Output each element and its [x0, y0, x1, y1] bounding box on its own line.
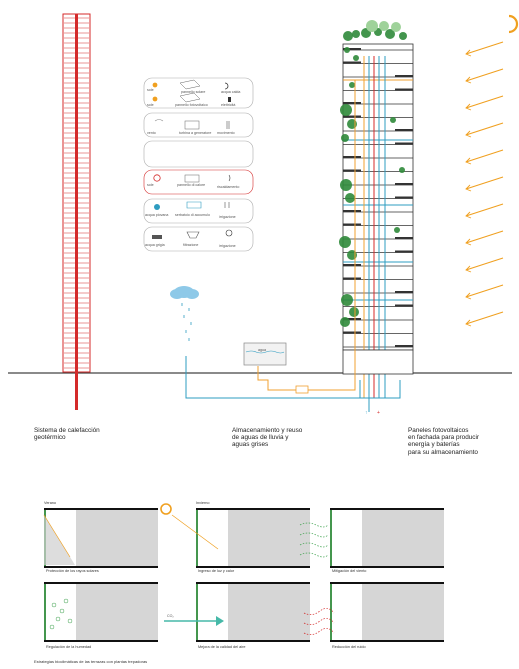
caption-geothermal: Sistema de calefacción geotérmico: [34, 427, 100, 442]
water-tank: [243, 342, 287, 366]
caption-solar-panels: Paneles fotovoltaicos en fachada para pr…: [408, 427, 480, 456]
geothermal-pipe-underground: [75, 372, 78, 410]
legend-row4-right: riscaldamento: [217, 185, 240, 189]
cloud-icon: [170, 286, 199, 299]
legend-row3-mid: turbina a generatore: [179, 131, 212, 135]
water-pipe-network: [185, 80, 364, 399]
svg-text:↑: ↑: [365, 410, 368, 416]
panel-caption-humidity: Regulación de la humedad: [46, 645, 92, 649]
geothermal-pipe-shaft: [75, 14, 78, 372]
legend-row1-mid: pannello solare: [181, 90, 206, 94]
rain-drops: [181, 303, 192, 341]
caption-water-reuse: Almacenamiento y reuso de aguas de lluvi…: [232, 427, 303, 449]
panel-caption-air-quality: Mejora de la calidad del aire: [198, 645, 246, 649]
panel-caption-sun-protection: Protección de los rayos solares: [46, 569, 99, 573]
tower-base: [342, 349, 414, 375]
legend-row2-left: sole: [147, 103, 154, 107]
panel-caption-wind: Mitigación del viento: [332, 569, 367, 573]
legend-row2-mid: pannello fotovoltaico: [175, 103, 208, 107]
sun-rays: [465, 41, 504, 327]
panel-caption-light-heat: Ingreso de luz y calor: [198, 569, 235, 573]
legend-row2-right: elettricità: [221, 103, 236, 107]
legend-row5-left: acqua piovana: [145, 213, 169, 217]
legend-row6-right: irrigazione: [219, 244, 236, 248]
humidity-dots: [49, 598, 73, 630]
legend-row6-left: acqua grigia: [145, 243, 165, 247]
tower-vegetation: [339, 20, 407, 327]
panel-drawings: [43, 503, 444, 642]
tank-label: agua: [258, 348, 266, 352]
winter-sun-icon: [160, 503, 172, 515]
panel-summer-season: Verano: [44, 501, 57, 505]
noise-lines: [303, 608, 335, 635]
underground-loop: ↑ +: [359, 380, 401, 416]
energy-legend: sole pannello solare acqua calda sole pa…: [143, 77, 254, 255]
air-quality-arrow: [164, 616, 224, 626]
legend-frames: [143, 77, 254, 252]
legend-row3-left: vento: [147, 131, 156, 135]
panel-caption-noise: Reducción del ruido: [332, 645, 366, 649]
legend-row4-mid: pannello di calore: [177, 183, 206, 187]
legend-row6-mid: filtrazione: [183, 243, 199, 247]
co2-label: CO₂: [167, 614, 174, 618]
winter-sun-ray: [171, 514, 219, 550]
legend-row5-right: irrigazione: [219, 215, 236, 219]
legend-row1-right: acqua calda: [221, 90, 241, 94]
svg-text:+: +: [377, 410, 380, 416]
panel-winter-season: Invierno: [196, 501, 210, 505]
wind-lines: [299, 522, 329, 558]
terrace-panels: [44, 508, 444, 642]
sun-icon: [508, 14, 519, 34]
bioclimatic-title: Estrategias bioclimáticas de las terraza…: [34, 659, 148, 664]
green-tower: ↑ +: [339, 20, 414, 416]
geothermal-tower: [62, 13, 91, 410]
legend-row5-mid: serbatoio di accumulo: [175, 213, 210, 217]
summer-sun-ray: [43, 514, 71, 558]
legend-row4-left: sole: [147, 183, 154, 187]
legend-row3-right: movimento: [217, 131, 235, 135]
legend-row1-left: sole: [147, 88, 154, 92]
bioclimatic-strategies: Verano Invierno CO₂ Protección de los ra…: [0, 495, 519, 669]
